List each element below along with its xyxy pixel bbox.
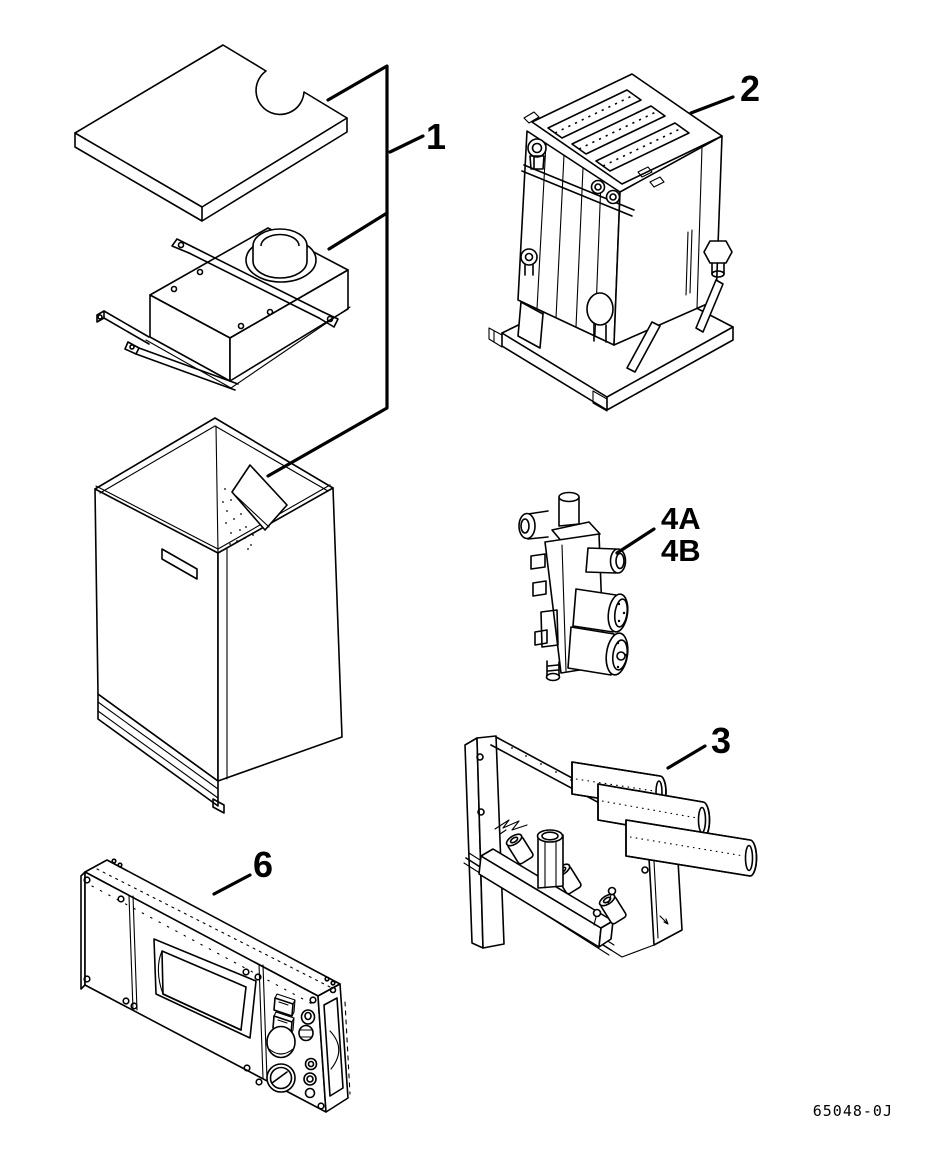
valve-outlet-right [585,547,627,574]
side-rail [96,310,150,345]
igniter-scribble [494,819,528,835]
callout-3: 3 [666,720,731,770]
callout-label-4a: 4A [661,501,701,536]
callout-label-4b: 4B [661,533,701,568]
legs-and-fins [517,279,724,373]
flue-collar [245,228,317,283]
leader-line-2 [689,95,735,115]
valve-knob-left [518,510,549,540]
callout-label-3: 3 [711,720,731,761]
callout-6: 6 [212,844,273,896]
callout-label-6: 6 [253,844,273,885]
dial-2-gauge [266,1063,296,1093]
mounting-strap-upper [171,238,339,328]
insulation-speckle [222,488,254,550]
callout-2: 2 [689,68,760,115]
round-buttons [303,1057,318,1099]
small-knob-2 [298,1024,314,1042]
pipe-boss-left [527,138,547,170]
panel-screws [83,858,337,1110]
heat-exchanger [488,73,734,412]
mounting-strap-lower [124,341,239,391]
valve-bottom-stub [545,660,561,682]
leader-line-6 [212,873,252,896]
louver-strips [547,89,690,172]
callout-label-1: 1 [426,116,446,157]
gas-manifold [478,829,649,948]
callout-label-2: 2 [740,68,760,109]
hex-bolt-right [703,240,733,278]
callout-bracket-1 [266,64,425,478]
burner-tube-3 [625,819,758,877]
small-knob-1 [300,1009,316,1025]
doc-number: 65048-0J [813,1102,893,1120]
gas-valve [518,491,629,682]
burner-assembly [463,735,758,958]
louver-slot [161,548,198,580]
knob-left [520,248,538,276]
leader-line-4 [615,527,656,555]
end-opening [317,983,351,1113]
cabinet-foot [212,798,225,814]
cabinet-jacket [94,417,343,814]
deflector-baffle [231,464,288,531]
dial-1 [266,1025,296,1059]
top-panel-lid [74,44,348,222]
mounting-plate [464,735,505,949]
orifice-spud-1 [505,833,534,865]
switch-block-1 [273,993,296,1017]
callout-4: 4A 4B [615,501,701,568]
leader-line-3 [666,744,707,770]
solenoid-lower [567,626,629,676]
flue-box [96,227,351,391]
solenoid-upper [572,588,629,633]
control-panel [80,858,351,1113]
viewing-window [153,938,257,1039]
hex-standpipe [536,829,564,889]
